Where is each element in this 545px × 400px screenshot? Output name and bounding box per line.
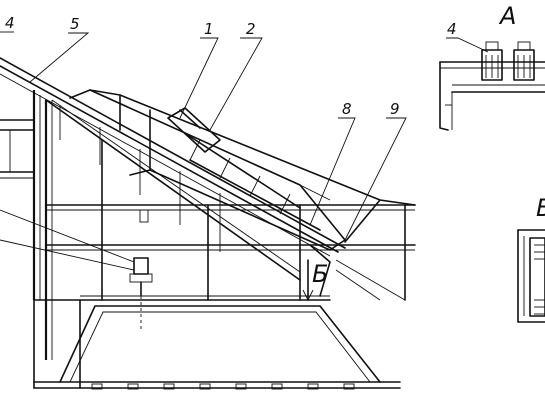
view-a-label: А [498,2,516,30]
callout-4: 4 [5,14,15,32]
motor-right [513,41,535,81]
left-columns [0,90,53,360]
callout-8: 8 [342,100,352,118]
view-b-label: Б [536,194,545,222]
callout-9: 9 [390,100,400,118]
view-a [439,37,545,131]
callout-4-view-a: 4 [447,20,457,38]
callout-2: 2 [246,20,256,38]
base-rungs [91,383,355,390]
motor-left [481,41,503,81]
callout-1: 1 [204,20,214,38]
platform-handrails [45,139,416,301]
base-frame [33,295,401,390]
view-b-marker: Б [312,260,328,288]
leader-lines [0,31,407,241]
callout-5: 5 [70,15,80,33]
drive-unit [0,209,153,330]
chute-assembly [69,89,416,251]
view-b [517,229,545,323]
discharge-spout [302,244,331,302]
